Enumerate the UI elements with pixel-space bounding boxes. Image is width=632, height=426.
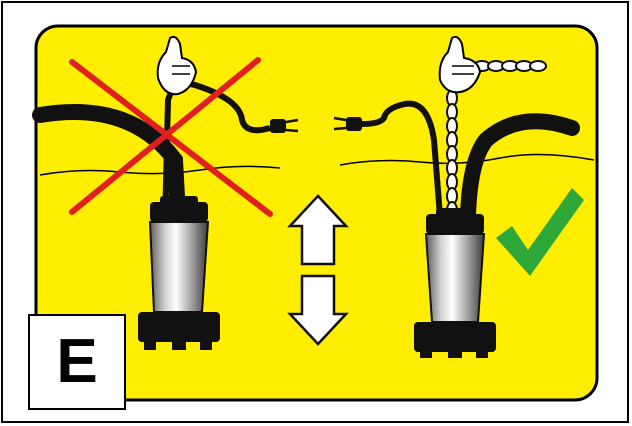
section-label-box: E (28, 314, 126, 410)
section-label: E (56, 331, 97, 393)
